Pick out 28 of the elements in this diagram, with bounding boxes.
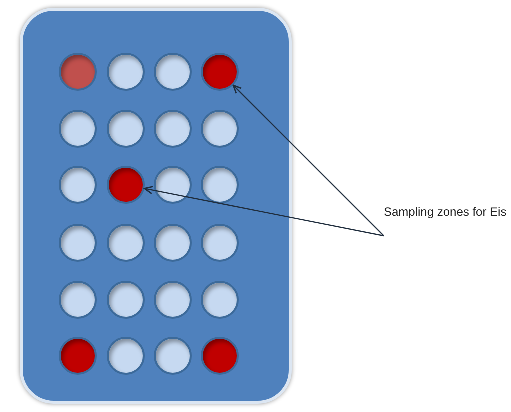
sample-well (201, 337, 239, 375)
well (107, 110, 145, 148)
well (154, 224, 192, 262)
well (59, 166, 97, 204)
well (107, 281, 145, 319)
sample-well (201, 53, 239, 91)
well-plate (20, 8, 292, 404)
well (107, 337, 145, 375)
well (201, 281, 239, 319)
well (201, 110, 239, 148)
well (59, 281, 97, 319)
sample-well (59, 53, 97, 91)
well (59, 224, 97, 262)
well (154, 337, 192, 375)
well (154, 53, 192, 91)
callout-text: Sampling zones for Eis (384, 204, 508, 220)
well (154, 166, 192, 204)
well (201, 224, 239, 262)
well (107, 53, 145, 91)
leader-arrow (144, 186, 384, 237)
well (201, 166, 239, 204)
well (59, 110, 97, 148)
sample-well (59, 337, 97, 375)
well (154, 281, 192, 319)
sample-well (107, 166, 145, 204)
well (107, 224, 145, 262)
well (154, 110, 192, 148)
leader-arrow (232, 84, 384, 236)
